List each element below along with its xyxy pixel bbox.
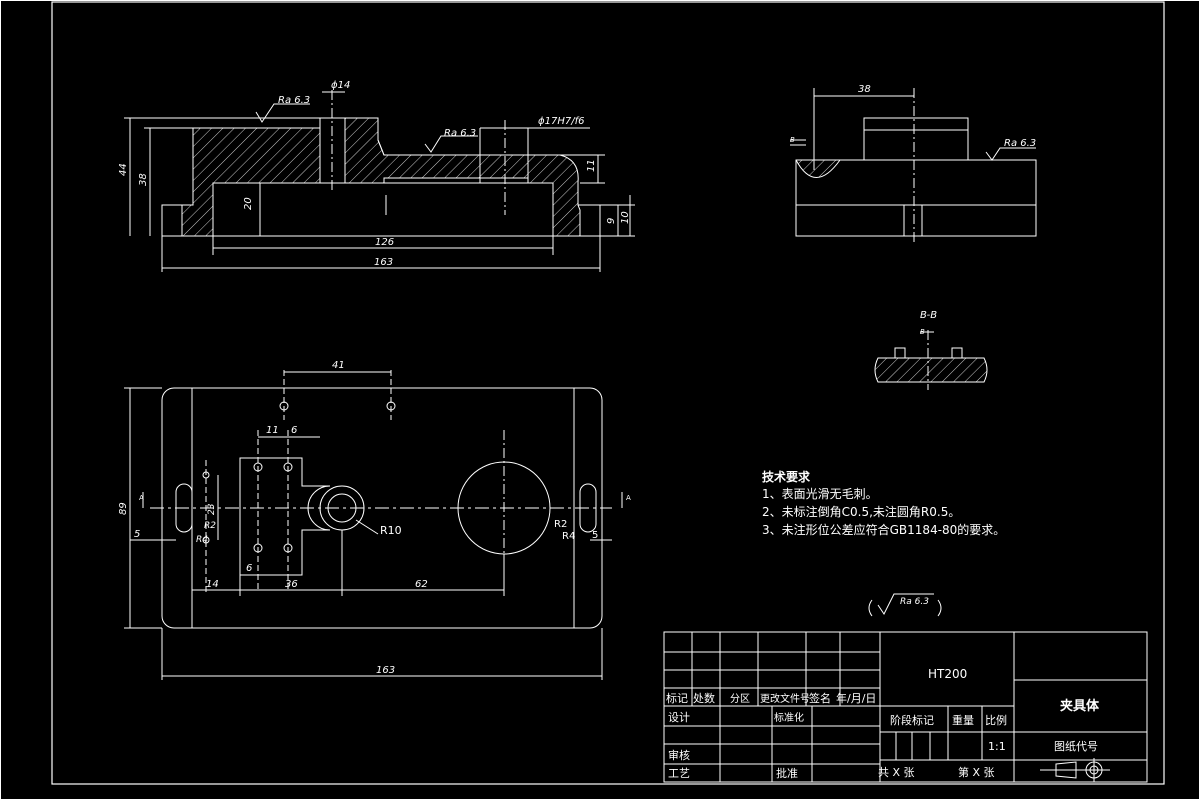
tb-header-count: 处数 [693,692,715,705]
title-block [663,631,1148,783]
tb-standardize-label: 标准化 [774,711,804,724]
plan-dim-14: 14 [206,579,219,590]
side-dim-38: 38 [858,84,871,95]
plan-dim-6b: 6 [246,563,252,574]
front-dim-10: 10 [620,211,631,224]
notes-item-3: 3、未注形位公差应符合GB1184-80的要求。 [762,522,1005,537]
tb-stage-mark-label: 阶段标记 [890,713,934,727]
plan-dim-r2-right: R2 [554,519,567,530]
tb-header-date: 年/月/日 [836,691,876,705]
general-roughness-label: Ra 6.3 [900,597,929,607]
front-dim-11: 11 [586,159,597,172]
notes-item-2: 2、未标注倒角C0.5,未注圆角R0.5。 [762,504,960,519]
tb-design-label: 设计 [668,711,690,724]
front-dim-38: 38 [138,173,149,186]
section-bb [874,330,988,390]
front-dim-9: 9 [606,218,617,224]
plan-dim-36: 36 [285,579,298,590]
side-view [790,88,1037,245]
plan-section-mark-left: A [139,494,144,502]
tb-process-label: 工艺 [668,767,690,780]
plan-section-mark-right: A [626,494,631,502]
front-dim-126: 126 [375,237,394,248]
plan-view [124,370,623,680]
technical-notes: 技术要求 1、表面光滑无毛刺。 2、未标注倒角C0.5,未注圆角R0.5。 3、… [762,469,1005,537]
tb-header-change-doc: 更改文件号 [760,692,810,705]
general-roughness [868,593,942,617]
sheet-frame [51,1,1165,785]
tb-part-name: 夹具体 [1060,698,1100,714]
front-dim-phi17: ϕ17H7/f6 [538,116,584,127]
front-ra-top: Ra 6.3 [278,95,310,106]
side-ra: Ra 6.3 [1004,138,1036,149]
tb-header-zone: 分区 [730,693,750,705]
tb-header-mark: 标记 [666,691,688,705]
tb-scale-label: 比例 [985,713,1007,727]
front-dim-44: 44 [118,163,129,176]
notes-item-1: 1、表面光滑无毛刺。 [762,487,878,501]
plan-dim-r10: R10 [380,524,402,537]
tb-header-signature: 签名 [809,691,831,705]
tb-weight-label: 重量 [952,713,974,727]
side-section-mark: B [790,136,795,144]
plan-dim-r4-left: R4 [196,535,208,545]
front-dim-20: 20 [243,197,254,210]
tb-material: HT200 [928,667,967,681]
section-bb-title: B-B [920,310,937,321]
tb-approve-label: 批准 [776,766,798,780]
plan-dim-11: 11 [266,425,279,436]
plan-dim-89: 89 [118,502,129,515]
tb-drawing-code-label: 图纸代号 [1054,740,1098,753]
plan-dim-41: 41 [332,360,345,371]
plan-dim-62: 62 [415,579,428,590]
front-dim-phi14: ϕ14 [331,80,350,91]
plan-dim-5-right: 5 [592,530,598,541]
plan-dim-6a: 6 [291,425,297,436]
tb-scale-value: 1:1 [988,740,1006,753]
section-bb-mark: B [920,328,925,336]
front-ra-mid: Ra 6.3 [444,128,476,139]
notes-title: 技术要求 [762,469,811,484]
plan-dim-5-left: 5 [134,529,140,540]
front-dim-163: 163 [374,257,393,268]
front-view-outline [161,204,183,237]
plan-dim-r2-left: R2 [204,521,216,531]
plan-dim-163: 163 [376,665,395,676]
front-view [124,90,635,272]
tb-sheet-no: 第 X 张 [958,765,995,779]
plan-dim-r4-right: R4 [562,531,575,542]
front-view-section-left [181,127,321,237]
projection-symbol-icon [1040,758,1110,782]
plan-dim-23: 23 [207,503,217,515]
tb-review-label: 审核 [668,748,690,762]
tb-total-sheets: 共 X 张 [878,766,915,779]
